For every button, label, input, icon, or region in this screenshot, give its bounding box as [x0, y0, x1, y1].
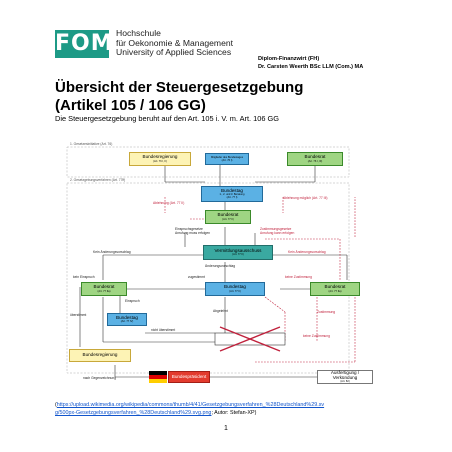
- bundestag-low: Bundestag (Art. 77 IV): [107, 313, 147, 326]
- node-sub: (Art. 76 I, III): [307, 159, 323, 163]
- source-prefix: (: [55, 402, 57, 408]
- title-line-1: Übersicht der Steuergesetzgebung: [55, 79, 304, 96]
- label-anrufung-muss: Anrufung muss erfolgen: [175, 231, 211, 235]
- node-sub: (Art. 77 II): [232, 253, 244, 257]
- node-title: Bundesrat: [324, 284, 346, 290]
- author-block: Diplom-Finanzwirt (FH) Dr. Carsten Weert…: [258, 56, 363, 71]
- page-title: Übersicht der Steuergesetzgebung (Artike…: [55, 79, 303, 115]
- author-name: Dr. Carsten Weerth BSc LLM (Com.) MA: [258, 63, 364, 70]
- node-title: Bundestag: [221, 187, 243, 193]
- bundesrat-mid: Bundesrat (Art. 77 II): [205, 210, 251, 224]
- node-title: Bundesrat: [93, 284, 115, 290]
- node-title: Bundesrat: [217, 212, 239, 218]
- label-keine-zustimmung-right: keine Zustimmung: [303, 334, 330, 338]
- label-nicht-ueberstimmt: nicht überstimmt: [151, 328, 176, 332]
- node-sub: (Art. 82): [340, 380, 350, 384]
- institution-line-2: für Oekonomie & Management: [116, 37, 234, 48]
- label-anrufung-kann: Anrufung kann erfolgen: [260, 231, 295, 235]
- label-zustimmung: Zustimmung: [317, 310, 336, 314]
- label-aenderungsvorschlag: Änderungsvorschlag: [205, 264, 236, 268]
- node-sub: 1., 2. und 3. Beratung: [219, 193, 245, 197]
- label-kein-aenderung-left: Kein Änderungsvorschlag: [93, 250, 131, 254]
- node-title: Bundesrat: [304, 154, 326, 160]
- source-suffix: ; Autor: Stefan-XP): [211, 410, 257, 416]
- label-keine-zustimmung: keine Zustimmung: [285, 275, 312, 279]
- author-degree: Diplom-Finanzwirt (FH): [258, 56, 320, 62]
- page-subtitle: Die Steuergesetzgebung beruht auf den Ar…: [55, 114, 280, 123]
- bundesrat-top: Bundesrat (Art. 76 I, III): [287, 152, 343, 166]
- node-title: Bundestag: [224, 284, 246, 290]
- node-title: Bundesregierung: [142, 154, 178, 160]
- node-title: Bundesregierung: [82, 352, 118, 358]
- bundesregierung-top: Bundesregierung (Art. 76 I, II): [129, 152, 191, 166]
- node-sub: (Art. 76 I, II): [153, 159, 167, 163]
- bundesregierung-bottom: Bundesregierung: [69, 349, 131, 362]
- diagram-connectors: [66, 146, 356, 378]
- label-zugestimmt: zugestimmt: [188, 275, 205, 279]
- vermittlungsausschuss: Vermittlungsausschuss (Art. 77 II): [203, 245, 273, 260]
- bundesrat-left: Bundesrat (Art. 77 IIa): [81, 282, 127, 296]
- section-2-label: 2. Gesetzgebungsverfahren (Art. 77ff): [70, 178, 126, 182]
- bundestag-beratung: Bundestag 1., 2. und 3. Beratung (Art. 7…: [201, 186, 263, 202]
- node-sub: (Art. 77 II): [229, 289, 241, 293]
- node-sub: (Art. 77 IIa): [97, 289, 111, 293]
- title-line-2: (Artikel 105 / 106 GG): [55, 97, 206, 114]
- label-zustimmungsgesetze: Zustimmungsgesetze: [260, 227, 292, 231]
- label-einspruch: Einspruch: [125, 299, 140, 303]
- node-sub-2: (Art. 77 I): [226, 196, 238, 200]
- bundespraesident: Bundespräsident: [168, 371, 210, 383]
- node-sub: (Art. 77 II): [222, 217, 234, 221]
- mitglieder-bundestag: Mitglieder des Bundestages (Art. 76 I): [205, 153, 249, 165]
- fom-logo: FOM: [55, 30, 114, 58]
- label-abgelehnt: Abgelehnt: [213, 309, 228, 313]
- institution-line-3: University of Applied Sciences: [116, 47, 232, 57]
- label-einspruchsgesetze: Einspruchsgesetze: [175, 227, 203, 231]
- label-ablehnung-moeglich: Ablehnung möglich (Art. 77 III): [283, 196, 328, 200]
- institution-name: Hochschule für Oekonomie & Management Un…: [116, 28, 234, 58]
- source-link-part-2[interactable]: g/500px-Gesetzgebungsverfahren_%28Deutsc…: [55, 410, 212, 416]
- legislation-diagram: 1. Gesetzesinitiative (Art. 76) 2. Geset…: [55, 137, 395, 392]
- label-kein-aenderung-right: Kein Änderungsvorschlag: [288, 250, 326, 254]
- section-1-label: 1. Gesetzesinitiative (Art. 76): [70, 142, 113, 146]
- institution-line-1: Hochschule: [116, 28, 161, 38]
- bundestag-mid: Bundestag (Art. 77 II): [205, 282, 265, 296]
- node-sub: (Art. 77 IV): [120, 320, 134, 324]
- source-link-part-1[interactable]: https://upload.wikimedia.org/wikipedia/c…: [56, 402, 325, 408]
- page-number: 1: [224, 425, 228, 432]
- label-ueberstimmt: überstimmt: [70, 313, 87, 317]
- node-title: Vermittlungsausschuss: [214, 247, 262, 253]
- ausfertigung-verkuendung: Ausfertigung / Verkündung (Art. 82): [317, 370, 373, 384]
- node-title: Mitglieder des Bundestages: [210, 156, 243, 159]
- node-sub: (Art. 77 IIa): [328, 289, 342, 293]
- label-nach-gegenzeichnung: nach Gegenzeichnung: [83, 376, 116, 380]
- node-sub: (Art. 76 I): [221, 159, 233, 162]
- label-ablehnung: Ablehnung (Art. 77 II): [153, 201, 185, 205]
- node-title: Bundespräsident: [171, 373, 207, 379]
- source-citation: (https://upload.wikimedia.org/wikipedia/…: [55, 401, 415, 417]
- label-kein-einspruch: kein Einspruch: [73, 275, 95, 279]
- node-title: Ausfertigung / Verkündung: [330, 369, 360, 380]
- german-flag-icon: [149, 371, 167, 383]
- node-title: Bundestag: [116, 314, 138, 320]
- bundesrat-right: Bundesrat (Art. 77 IIa): [310, 282, 360, 296]
